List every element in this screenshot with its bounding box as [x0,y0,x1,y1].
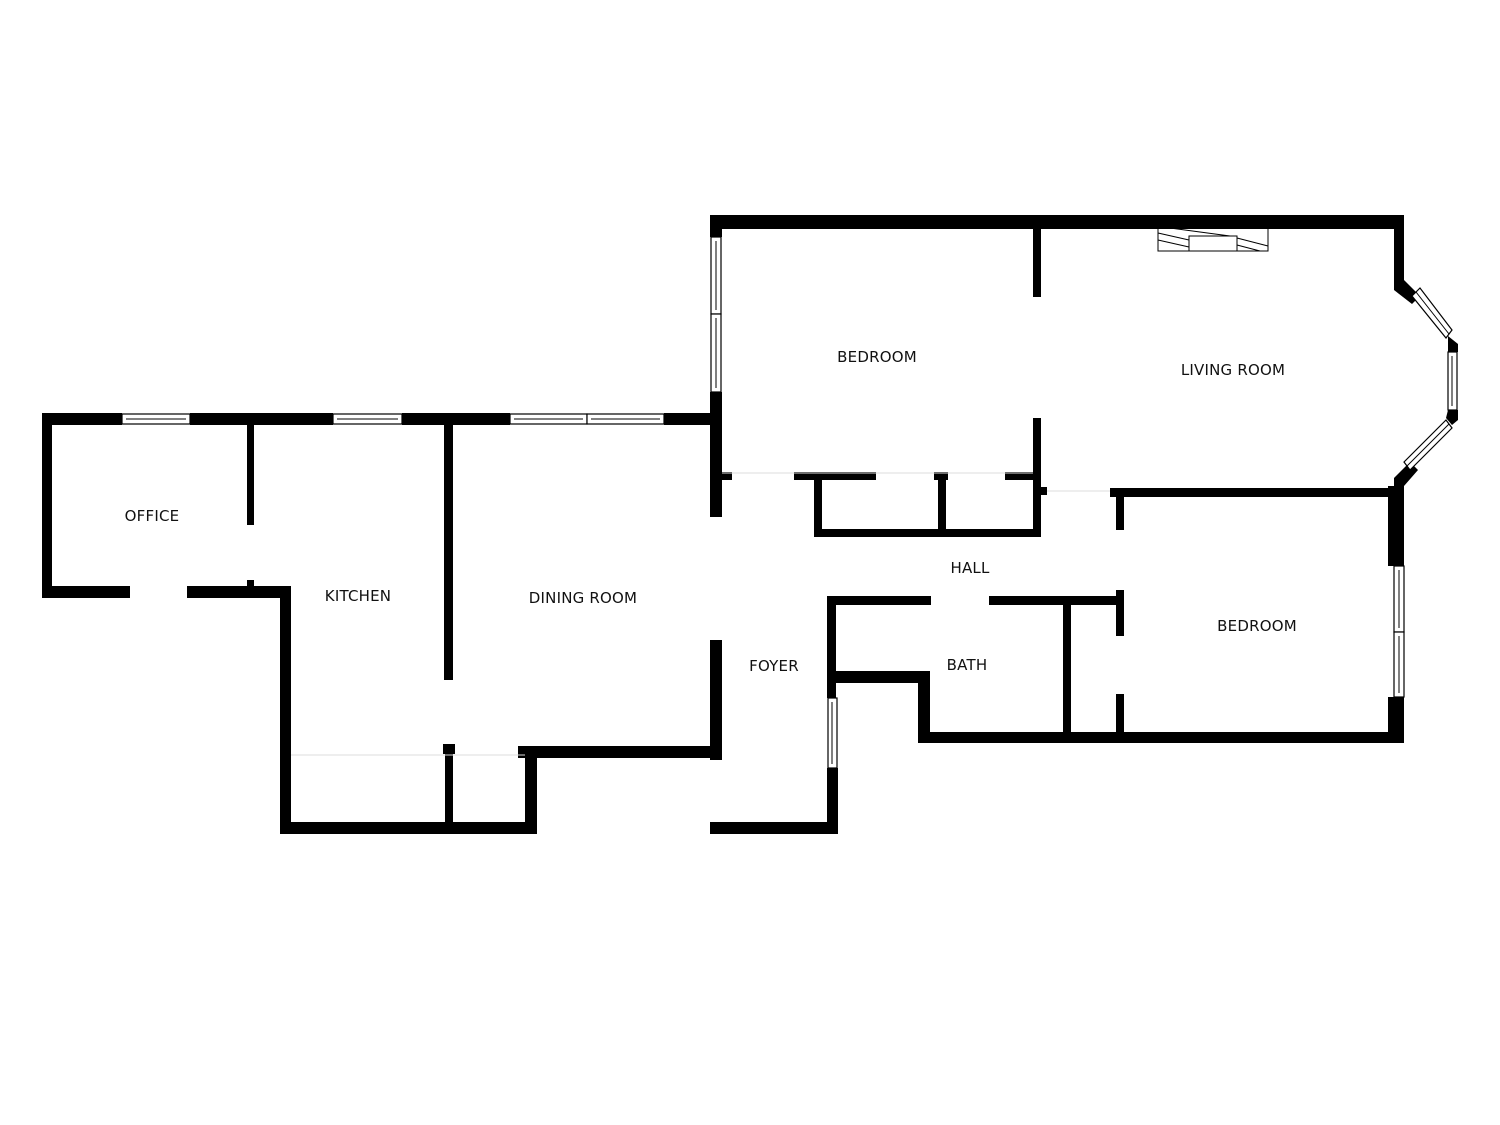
fireplace [1157,227,1269,252]
room-label-bath: BATH [946,656,988,674]
openings [291,472,1110,756]
room-label-foyer: FOYER [749,657,799,675]
room-label-office: OFFICE [124,507,180,525]
windows [121,236,1458,769]
walls [42,215,1458,834]
room-label-kitchen: KITCHEN [324,587,392,605]
room-label-bedroom-1: BEDROOM [837,348,917,366]
room-label-bedroom-2: BEDROOM [1217,617,1297,635]
room-label-dining-room: DINING ROOM [528,589,638,607]
room-label-living-room: LIVING ROOM [1180,361,1286,379]
room-label-hall: HALL [950,559,990,577]
